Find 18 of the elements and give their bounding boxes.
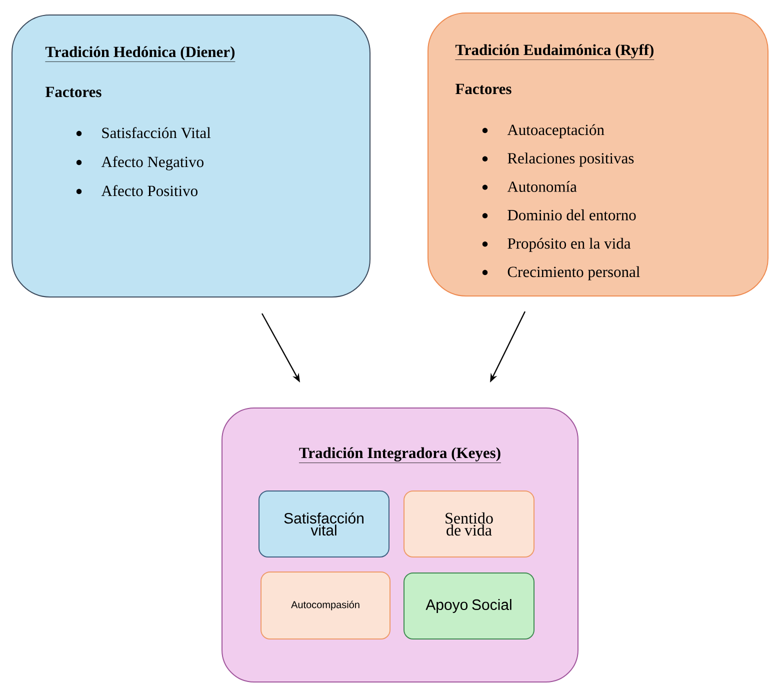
heading: Tradición Hedónica (Diener)	[45, 46, 236, 62]
factor-box: Sentido de vida	[404, 490, 534, 558]
bullet-item: Propósito en la vida	[482, 238, 631, 252]
subheading: Factores	[455, 84, 512, 94]
factor-box: Autocompasión	[260, 572, 390, 640]
bullet-item: Autonomía	[482, 181, 577, 192]
bullet-item: Autoaceptación	[482, 124, 604, 138]
bullet-item: Crecimiento personal	[482, 266, 640, 280]
factor-box: Satisfacción vital	[258, 490, 390, 558]
bullet-item: Dominio del entorno	[482, 209, 636, 220]
bullet-item: Relaciones positivas	[482, 152, 634, 167]
bullet-item: Afecto Negativo	[76, 156, 204, 170]
bullet-item: Afecto Positivo	[76, 185, 198, 196]
bullet-item: Satisfacción Vital	[76, 127, 211, 138]
factor-box: Apoyo Social	[404, 572, 534, 640]
subheading: Factores	[45, 86, 102, 98]
heading: Tradición Eudaimónica (Ryff)	[455, 44, 654, 60]
heading: Tradición Integradora (Keyes)	[298, 447, 502, 464]
